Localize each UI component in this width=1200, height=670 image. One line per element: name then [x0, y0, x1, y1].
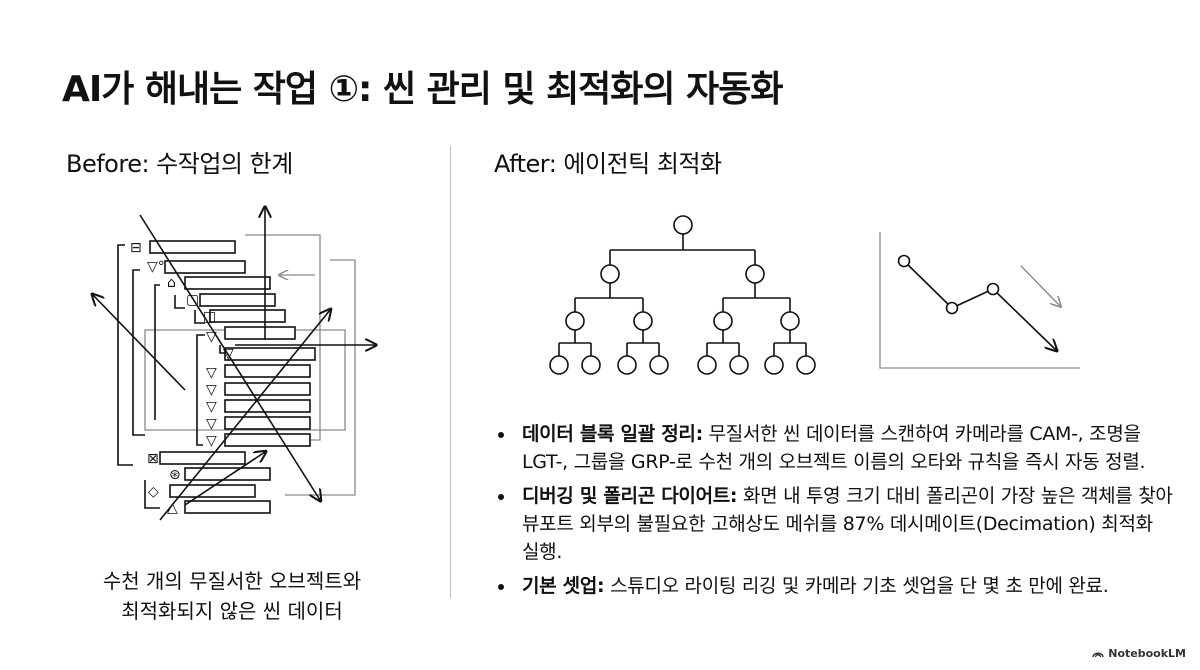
svg-text:◇: ◇ [148, 484, 159, 500]
bullet-title: 디버깅 및 폴리곤 다이어트: [522, 485, 738, 507]
svg-text:⊛: ⊛ [169, 467, 181, 483]
before-caption-line2: 최적화되지 않은 씬 데이터 [121, 599, 343, 623]
bullet-basic-setup: 기본 셋업: 스튜디오 라이팅 리깅 및 카메라 기초 셋업을 단 몇 초 만에… [494, 572, 1174, 600]
svg-text:▽: ▽ [206, 433, 217, 449]
outliner-bars [149, 240, 316, 514]
trend-point [986, 282, 1000, 296]
gray-down-arrow-icon [1020, 265, 1060, 306]
svg-text:⊠: ⊠ [147, 451, 159, 467]
trend-point [897, 254, 911, 268]
hierarchy-nodes [549, 215, 816, 375]
svg-text:▽: ▽ [206, 399, 217, 415]
chaos-arrows [93, 208, 375, 521]
page-title: AI가 해내는 작업 ①: 씬 관리 및 최적화의 자동화 [62, 69, 783, 110]
trend-line [903, 260, 1056, 350]
bullet-title: 기본 셋업: [522, 575, 605, 597]
svg-text:⊟: ⊟ [130, 240, 142, 256]
svg-text:▽: ▽ [206, 382, 217, 398]
organized-hierarchy-diagram [549, 215, 816, 375]
after-heading: After: 에이전틱 최적화 [494, 150, 722, 178]
before-caption: 수천 개의 무질서한 오브젝트와 최적화되지 않은 씬 데이터 [62, 566, 402, 626]
polygon-reduction-trend-icon [879, 232, 1080, 369]
svg-text:▽°: ▽° [147, 259, 165, 275]
svg-text:▽: ▽ [206, 365, 217, 381]
svg-text:▽: ▽ [206, 416, 217, 432]
bullet-text: 화면 내 투영 크기 대비 폴리곤이 가장 높은 객체를 찾아 뷰포트 외부의 … [522, 485, 1173, 563]
svg-text:△: △ [167, 500, 178, 516]
bullet-dot-icon [498, 494, 504, 500]
messy-outliner-illustration: ⊟ ▽° ⌂ ▢ ◫ ▽ ▽ ▽ ▽ ▽ ▽ ▽ ⊠ ⊛ ◇ △ [85, 200, 385, 521]
hierarchy-edges [558, 234, 807, 356]
notebooklm-logo-icon [1092, 652, 1104, 658]
bullet-text: 무질서한 씬 데이터를 스캔하여 카메라를 CAM-, 조명을 LGT-, 그룹… [522, 423, 1146, 473]
bullet-title: 데이터 블록 일괄 정리: [522, 423, 703, 445]
after-bullet-list: 데이터 블록 일괄 정리: 무질서한 씬 데이터를 스캔하여 카메라를 CAM-… [494, 420, 1174, 606]
notebooklm-watermark: NotebookLM [1092, 647, 1186, 660]
svg-text:▽: ▽ [206, 329, 217, 345]
before-caption-line1: 수천 개의 무질서한 오브젝트와 [102, 569, 362, 593]
trend-point [945, 301, 959, 315]
bullet-text: 스튜디오 라이팅 리깅 및 카메라 기초 셋업을 단 몇 초 만에 완료. [604, 575, 1109, 597]
bullet-polygon-diet: 디버깅 및 폴리곤 다이어트: 화면 내 투영 크기 대비 폴리곤이 가장 높은… [494, 482, 1174, 566]
svg-text:⌂: ⌂ [167, 275, 176, 291]
before-heading: Before: 수작업의 한계 [66, 150, 293, 178]
brand-label: NotebookLM [1108, 647, 1186, 660]
column-divider [450, 146, 451, 598]
bullet-data-block-cleanup: 데이터 블록 일괄 정리: 무질서한 씬 데이터를 스캔하여 카메라를 CAM-… [494, 420, 1174, 476]
bullet-dot-icon [498, 584, 504, 590]
tree-connectors [117, 244, 225, 509]
bullet-dot-icon [498, 432, 504, 438]
plot-axes [879, 232, 1080, 369]
